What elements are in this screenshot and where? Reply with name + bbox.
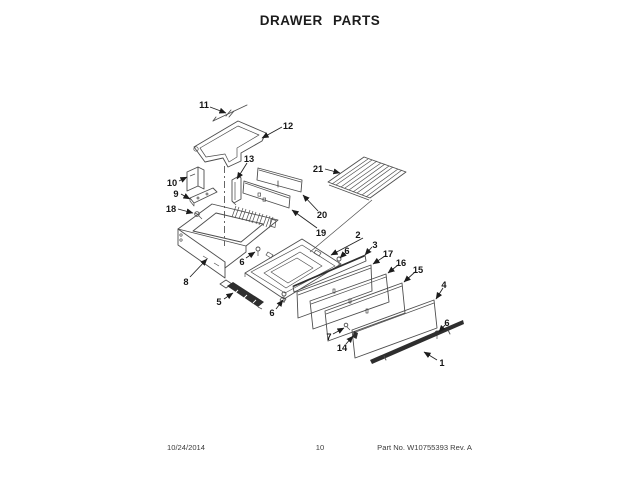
part-15-panel bbox=[324, 282, 406, 342]
part-21-wire-rack bbox=[327, 156, 407, 201]
part-11-pin bbox=[212, 104, 248, 122]
callout-2: 2 bbox=[355, 230, 360, 240]
callout-6d: 6 bbox=[444, 318, 449, 328]
part-6-screw-left bbox=[255, 246, 261, 256]
callout-21: 21 bbox=[313, 164, 323, 174]
callout-11: 11 bbox=[199, 100, 209, 110]
callout-leader-arrows bbox=[177, 106, 446, 361]
callout-5: 5 bbox=[216, 297, 221, 307]
callout-15: 15 bbox=[413, 265, 423, 275]
part-18-screw bbox=[194, 211, 203, 220]
part-19-rear-panel bbox=[242, 180, 291, 209]
callout-1: 1 bbox=[439, 358, 444, 368]
part-17-panel bbox=[296, 264, 373, 319]
footer-date: 10/24/2014 bbox=[167, 443, 206, 452]
callout-8: 8 bbox=[183, 277, 188, 287]
part-5-glide-rail bbox=[219, 279, 264, 310]
part-6-screw-bottom bbox=[281, 291, 287, 300]
callout-20: 20 bbox=[317, 210, 327, 220]
part-2-drawer-pan bbox=[244, 238, 342, 303]
part-13-bracket bbox=[231, 175, 242, 206]
part-14-clip bbox=[352, 331, 358, 339]
part-16-panel bbox=[309, 273, 390, 330]
part-7-screw bbox=[343, 322, 351, 331]
part-1-handle bbox=[370, 320, 464, 364]
callout-labels: 11 12 13 10 9 18 8 5 6 6 20 19 21 2 6 3 … bbox=[166, 100, 450, 368]
callout-17: 17 bbox=[383, 249, 393, 259]
footer-part-number: Part No. W10755393 Rev. A bbox=[377, 443, 472, 452]
part-8-chassis bbox=[177, 203, 279, 279]
callout-9: 9 bbox=[173, 189, 178, 199]
page-title: DRAWER PARTS bbox=[259, 13, 381, 28]
assembly-alignment-line bbox=[309, 199, 373, 253]
part-4-drawer-front bbox=[351, 299, 438, 359]
callout-10: 10 bbox=[167, 178, 177, 188]
callout-6c: 6 bbox=[344, 246, 349, 256]
part-9-plate bbox=[189, 187, 218, 207]
callout-16: 16 bbox=[396, 258, 406, 268]
callout-3: 3 bbox=[372, 240, 377, 250]
callout-12: 12 bbox=[283, 121, 293, 131]
callout-6b: 6 bbox=[269, 308, 274, 318]
callout-13: 13 bbox=[244, 154, 254, 164]
callout-4: 4 bbox=[441, 280, 447, 290]
part-6-screw-right bbox=[336, 256, 342, 265]
callout-14: 14 bbox=[337, 343, 348, 353]
page-footer: 10/24/2014 10 Part No. W10755393 Rev. A bbox=[0, 443, 640, 457]
part-3-trim-strip bbox=[292, 254, 367, 293]
part-20-rear-panel bbox=[256, 167, 303, 193]
part-10-bracket bbox=[186, 166, 205, 192]
callout-18: 18 bbox=[166, 204, 176, 214]
callout-19: 19 bbox=[316, 228, 326, 238]
callout-7: 7 bbox=[326, 332, 331, 342]
part-12-wire-frame bbox=[193, 120, 267, 168]
footer-page-number: 10 bbox=[315, 443, 325, 452]
callout-6a: 6 bbox=[239, 257, 244, 267]
